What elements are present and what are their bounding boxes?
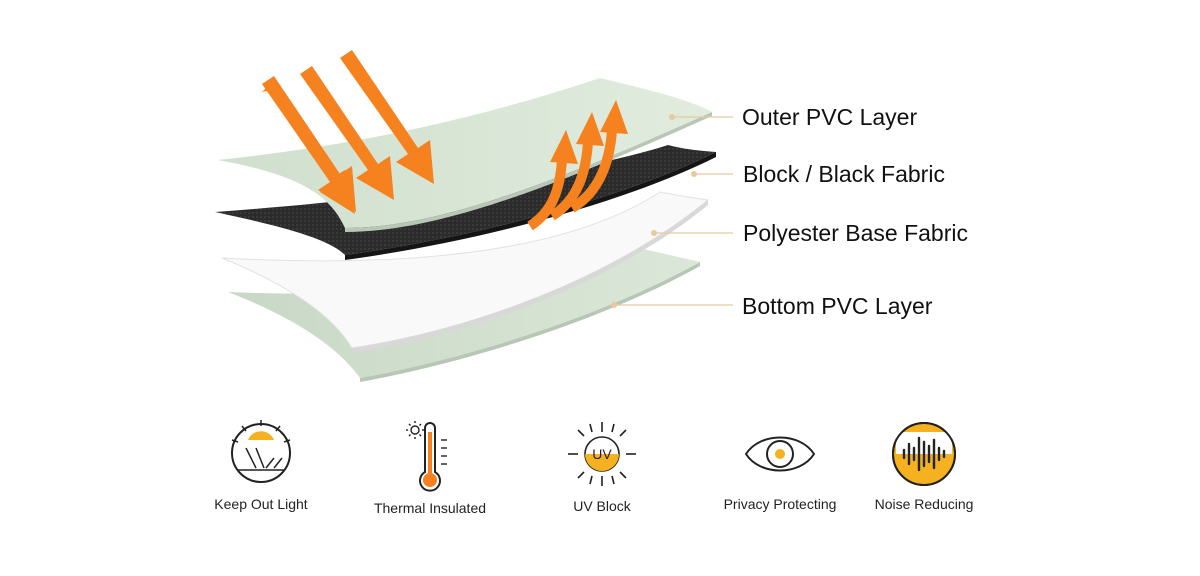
feature-label: Keep Out Light — [214, 496, 308, 512]
leader-dot — [651, 230, 657, 236]
polyester-base-layer — [221, 191, 710, 353]
outer-pvc-layer-label: Outer PVC Layer — [742, 104, 918, 130]
feature-label: Noise Reducing — [874, 496, 974, 512]
feature-label: Thermal Insulated — [373, 500, 487, 516]
reflected-arrow-icon — [569, 100, 628, 213]
sun-light-icon — [231, 420, 291, 483]
light-arrow-icon — [300, 66, 394, 200]
polyester-base-layer-label: Polyester Base Fabric — [743, 220, 968, 246]
feature-label: UV Block — [573, 498, 631, 514]
uv-sun-icon: UV — [568, 422, 636, 486]
black-fabric-layer-label: Block / Black Fabric — [743, 161, 945, 187]
bottom-pvc-layer-label: Bottom PVC Layer — [742, 293, 933, 319]
reflected-heat-arrows — [527, 100, 628, 231]
feature-label: Privacy Protecting — [723, 496, 837, 512]
feature-keep-out-light: Keep Out Light — [186, 418, 336, 512]
leader-dot — [669, 114, 675, 120]
feature-uv-block: UV UV Block — [527, 418, 677, 514]
reflected-arrow-icon — [549, 112, 604, 221]
leader-dot — [611, 302, 617, 308]
feature-privacy-protecting: Privacy Protecting — [705, 418, 855, 512]
feature-noise-reducing: Noise Reducing — [849, 418, 999, 512]
sound-wave-icon — [892, 422, 956, 486]
leader-lines — [611, 114, 733, 308]
thermometer-icon — [406, 421, 447, 492]
incoming-light-arrows — [262, 50, 434, 214]
light-arrow-icon — [262, 76, 356, 214]
layer-diagram — [215, 50, 733, 382]
reflected-arrow-icon — [527, 130, 578, 231]
uv-icon-text: UV — [592, 446, 612, 462]
leader-dot — [691, 171, 697, 177]
light-arrow-icon — [340, 50, 434, 184]
eye-icon — [744, 436, 816, 472]
feature-thermal-insulated: Thermal Insulated — [355, 418, 505, 516]
